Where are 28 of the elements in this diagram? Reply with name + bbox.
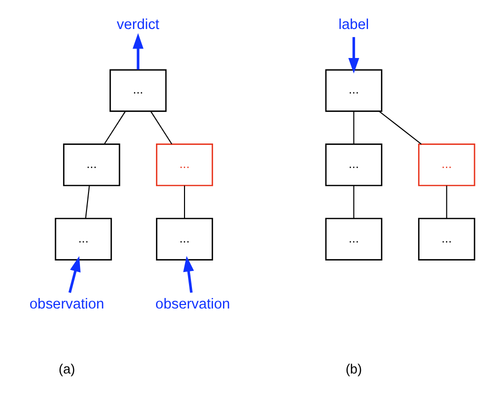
label: (b): [345, 361, 362, 376]
node-text: observation: [29, 296, 104, 312]
node-box: ...: [54, 217, 112, 260]
connector: [352, 110, 354, 144]
node-text: verdict: [116, 16, 159, 32]
node-box: ...: [324, 217, 382, 260]
node-box: ...: [155, 143, 213, 186]
node-box: ...: [109, 68, 166, 112]
node-text: label: [338, 16, 369, 32]
node-box: ...: [62, 143, 120, 186]
connector: [446, 185, 447, 218]
arrow: [182, 256, 194, 292]
label: (a): [58, 361, 75, 376]
arrow: [132, 32, 143, 70]
node-text: observation: [154, 296, 230, 312]
arrow: [68, 256, 80, 292]
node-box: ...: [155, 217, 213, 260]
connector: [378, 110, 422, 144]
node-box: ...: [418, 217, 475, 260]
node-box: ...: [418, 143, 475, 186]
connector: [150, 110, 172, 144]
connector: [352, 185, 354, 218]
arrow: [348, 36, 359, 73]
node-box: ...: [324, 68, 382, 112]
connector: [103, 110, 126, 144]
node-box: ...: [324, 143, 382, 186]
connector: [184, 185, 185, 218]
connector: [84, 185, 90, 218]
